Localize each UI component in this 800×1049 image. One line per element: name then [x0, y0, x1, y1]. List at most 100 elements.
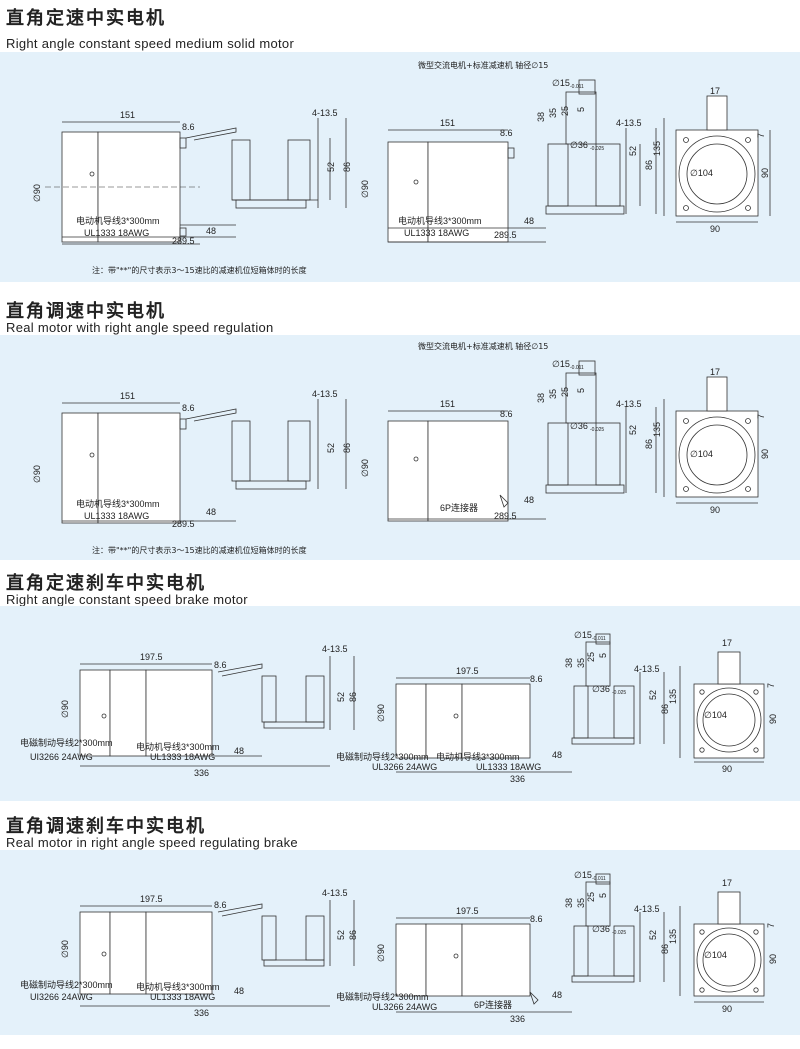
s2-mid-a: 8.6 — [500, 409, 513, 419]
s1-mid-btol: -0.025 — [590, 146, 604, 152]
s1-right-circ: ∅104 — [690, 168, 713, 178]
section-1-drawing-panel: 微型交流电机+标准减速机 轴径∅15 — [0, 52, 800, 282]
s3-left-c: 52 — [336, 692, 346, 702]
s4-mid-lead0: 电磁制动导线2*300mm — [336, 991, 429, 1002]
s4-mid-a: 8.6 — [530, 914, 543, 924]
s2-left-len: 151 — [120, 391, 135, 401]
s2-mid-k1: 38 — [536, 393, 546, 403]
s4-right-hw: 90 — [768, 954, 778, 964]
section-1-title-cn: 直角定速中实电机 — [6, 8, 166, 29]
section-1-title-en: Right angle constant speed medium solid … — [6, 36, 295, 51]
s2-left-c: 52 — [326, 443, 336, 453]
s2-mid-e: 86 — [644, 439, 654, 449]
s3-left-a: 8.6 — [214, 660, 227, 670]
s3-mid-bore: ∅36 — [592, 684, 610, 694]
s2-mid-b: 4-13.5 — [616, 399, 642, 409]
s1-mid-c: 52 — [628, 146, 638, 156]
s4-mid-total: 336 — [510, 1014, 525, 1024]
s1-left-len: 151 — [120, 110, 135, 120]
s1-left-b: 4-13.5 — [312, 108, 338, 118]
s3-left-awg0: UI3266 24AWG — [30, 752, 93, 762]
s2-mid-c: 52 — [628, 425, 638, 435]
section-3-end-view — [679, 651, 765, 763]
s2-mid-k4: 5 — [576, 388, 586, 393]
section-2-note: 注：带"**"的尺寸表示3～15速比的减速机位短箱体时的长度 — [92, 546, 307, 555]
s4-left-f: 48 — [234, 986, 244, 996]
s1-left-c: 52 — [326, 162, 336, 172]
s1-left-lead1: 电动机导线3*300mm — [76, 215, 160, 226]
s3-left-f: 48 — [234, 746, 244, 756]
s4-left-d: ∅90 — [60, 940, 70, 958]
s3-left-d: ∅90 — [60, 700, 70, 718]
s3-mid-tol: -0.011 — [592, 636, 606, 642]
s2-left-f: 48 — [206, 507, 216, 517]
s2-mid-tol: -0.011 — [570, 365, 584, 371]
s4-mid-k2: 35 — [576, 898, 586, 908]
s3-mid-k4: 5 — [598, 653, 608, 658]
s4-mid-bore: ∅36 — [592, 924, 610, 934]
s2-mid-shaft: ∅15 — [552, 359, 570, 369]
s3-left-e: 86 — [348, 692, 358, 702]
s3-mid-f: 48 — [552, 750, 562, 760]
s1-right-h: 135 — [652, 141, 662, 156]
s2-mid-k3: 25 — [560, 387, 570, 397]
section-3-mid-side-view — [395, 633, 665, 773]
s1-mid-k4: 5 — [576, 107, 586, 112]
s2-mid-total: 289.5 — [494, 511, 517, 521]
section-2-drawings: 151 8.6 4-13.5 52 86 ∅90 电动机导线3*300mm UL… — [32, 359, 770, 529]
section-4-title-cn: 直角调速刹车中实电机 — [6, 816, 206, 837]
s2-mid-conn: 6P连接器 — [440, 502, 478, 513]
s1-left-a: 8.6 — [182, 122, 195, 132]
section-3-left-side-view — [79, 656, 355, 767]
s4-right-top: 17 — [722, 878, 732, 888]
s2-left-total: 289.5 — [172, 519, 195, 529]
s3-right-hw: 90 — [768, 714, 778, 724]
s3-right-top: 17 — [722, 638, 732, 648]
section-3-drawing-panel: 197.5 8.6 4-13.5 52 86 ∅90 电磁制动导线2*300mm… — [0, 606, 800, 801]
s2-left-lead1: 电动机导线3*300mm — [76, 498, 160, 509]
s4-left-a: 8.6 — [214, 900, 227, 910]
s3-mid-lead1: 电动机导线3*300mm — [436, 751, 520, 762]
s4-mid-d: ∅90 — [376, 944, 386, 962]
s4-left-awg0: UI3266 24AWG — [30, 992, 93, 1002]
s3-mid-awg1: UL1333 18AWG — [476, 762, 541, 772]
s4-mid-k1: 38 — [564, 898, 574, 908]
section-4-end-view — [679, 891, 765, 1003]
s2-right-top: 17 — [710, 367, 720, 377]
section-2-title-cn: 直角调速中实电机 — [6, 301, 166, 322]
s1-mid-e: 86 — [644, 160, 654, 170]
s3-mid-k2: 35 — [576, 658, 586, 668]
section-2-mid-side-view — [387, 360, 657, 522]
s1-mid-len: 151 — [440, 118, 455, 128]
s3-mid-total: 336 — [510, 774, 525, 784]
s3-mid-lead0: 电磁制动导线2*300mm — [336, 751, 429, 762]
s2-right-w: 90 — [710, 505, 720, 515]
s1-left-total: 289.5 — [172, 236, 195, 246]
s3-right-side: 7 — [766, 683, 776, 688]
s2-right-h: 135 — [652, 422, 662, 437]
section-3-drawings: 197.5 8.6 4-13.5 52 86 ∅90 电磁制动导线2*300mm… — [20, 630, 778, 784]
s2-left-awg1: UL1333 18AWG — [84, 511, 149, 521]
s1-mid-k3: 25 — [560, 106, 570, 116]
s3-right-w: 90 — [722, 764, 732, 774]
s4-left-awg1: UL1333 18AWG — [150, 992, 215, 1002]
s2-mid-k2: 35 — [548, 389, 558, 399]
s3-mid-len: 197.5 — [456, 666, 479, 676]
s4-mid-awg0: UL3266 24AWG — [372, 1002, 437, 1012]
s1-mid-lead1: 电动机导线3*300mm — [398, 215, 482, 226]
section-1-mid-side-view — [387, 79, 657, 243]
s4-left-lead0: 电磁制动导线2*300mm — [20, 979, 113, 990]
s1-mid-k1: 38 — [536, 112, 546, 122]
s2-left-d: ∅90 — [32, 465, 42, 483]
s4-left-lead1: 电动机导线3*300mm — [136, 981, 220, 992]
s2-mid-len: 151 — [440, 399, 455, 409]
s4-left-c: 52 — [336, 930, 346, 940]
s1-mid-k2: 35 — [548, 108, 558, 118]
section-1-drawings: 151 8.6 4-13.5 52 86 ∅90 电动机导线3*300mm UL… — [32, 78, 771, 246]
s4-right-h: 135 — [668, 929, 678, 944]
s3-mid-d: ∅90 — [376, 704, 386, 722]
s1-right-hw: 90 — [760, 168, 770, 178]
s4-mid-k3: 25 — [586, 892, 596, 902]
s1-mid-f: 48 — [524, 216, 534, 226]
s4-right-w: 90 — [722, 1004, 732, 1014]
